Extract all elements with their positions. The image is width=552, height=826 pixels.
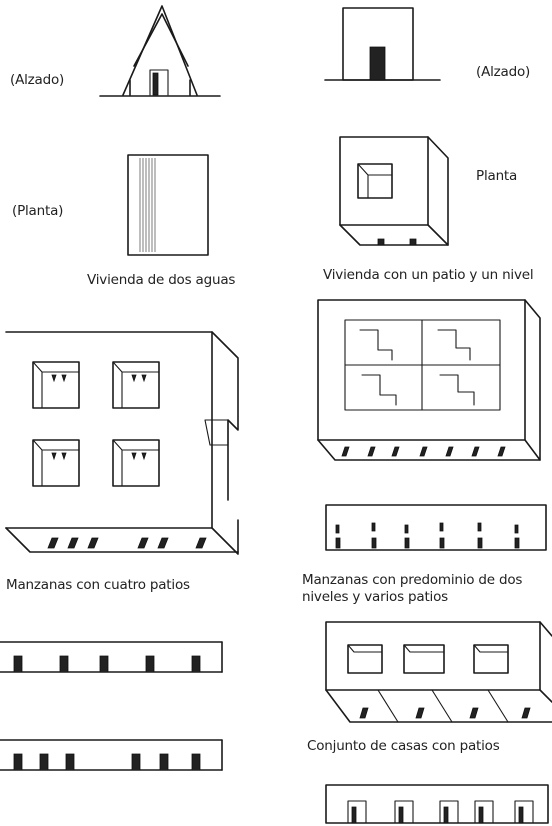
label-manzanas-predominio: Manzanas con predominio de dos niveles y… [302,572,523,605]
label-conjunto-casas: Conjunto de casas con patios [307,738,500,754]
label-alzado-left: (Alzado) [10,72,65,88]
row-elevation-2 [0,739,223,771]
label-manzanas-cuatro: Manzanas con cuatro patios [6,577,190,593]
four-patio-block [5,331,239,555]
label-alzado-right: (Alzado) [476,64,531,80]
houses-set-axonometric [325,621,552,723]
gabled-house-elevation [99,5,221,97]
two-level-elevation [325,504,547,551]
patio-house-axonometric [339,136,449,246]
row-elevation-1 [0,641,223,673]
gabled-house-plan [127,154,209,256]
label-planta-right: Planta [476,168,518,184]
flat-house-elevation [324,7,441,81]
label-vivienda-dos-aguas: Vivienda de dos aguas [87,272,236,288]
two-level-block [317,299,541,461]
label-planta-left: (Planta) [12,203,64,219]
label-vivienda-patio: Vivienda con un patio y un nivel [323,267,534,283]
houses-set-elevation [325,784,549,824]
